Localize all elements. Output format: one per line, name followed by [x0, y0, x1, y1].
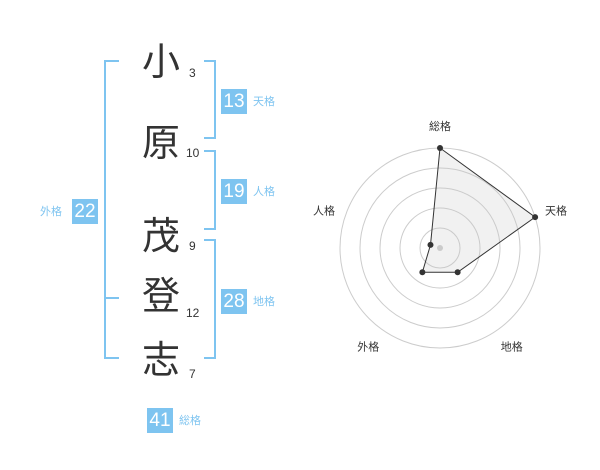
jinkaku-label: 人格: [253, 185, 275, 198]
radar-axis-label: 外格: [357, 340, 379, 354]
chikaku-value: 28: [221, 289, 247, 314]
name-char-1: 小: [141, 40, 180, 84]
name-char-5: 志: [141, 338, 180, 382]
radar-point-2: [532, 214, 539, 221]
radar-point-3: [454, 269, 461, 276]
radar-point-4: [419, 269, 426, 276]
gaikaku-value: 22: [72, 199, 98, 224]
gaikaku-label: 外格: [40, 205, 62, 218]
jinkaku-value: 19: [221, 179, 247, 204]
stroke-count-3: 9: [189, 239, 196, 253]
name-char-3: 茂: [141, 214, 180, 258]
chikaku-label: 地格: [253, 295, 275, 308]
stroke-count-5: 7: [189, 367, 196, 381]
radar-grid-ring: [419, 227, 461, 269]
radar-grid-ring: [359, 167, 521, 329]
radar-center-dot: [437, 245, 443, 251]
stroke-count-1: 3: [189, 66, 196, 80]
radar-axis-label: 天格: [545, 203, 567, 217]
radar-axis-label: 人格: [313, 203, 335, 217]
radar-grid-ring: [399, 207, 481, 289]
soukaku-label: 総格: [179, 414, 201, 427]
stroke-count-4: 12: [186, 306, 200, 320]
radar-axis-label: 地格: [501, 340, 523, 354]
name-char-4: 登: [141, 274, 180, 318]
radar-axis-label: 総格: [429, 119, 451, 133]
radar-point-1: [437, 145, 443, 151]
soukaku-value: 41: [147, 408, 173, 433]
radar-value-polygon: [421, 147, 536, 273]
tenkaku-value: 13: [221, 89, 247, 114]
radar-point-5: [427, 241, 434, 248]
name-char-2: 原: [141, 121, 180, 165]
tenkaku-label: 天格: [253, 95, 275, 108]
radar-grid-ring: [379, 187, 501, 309]
stroke-count-2: 10: [186, 146, 200, 160]
